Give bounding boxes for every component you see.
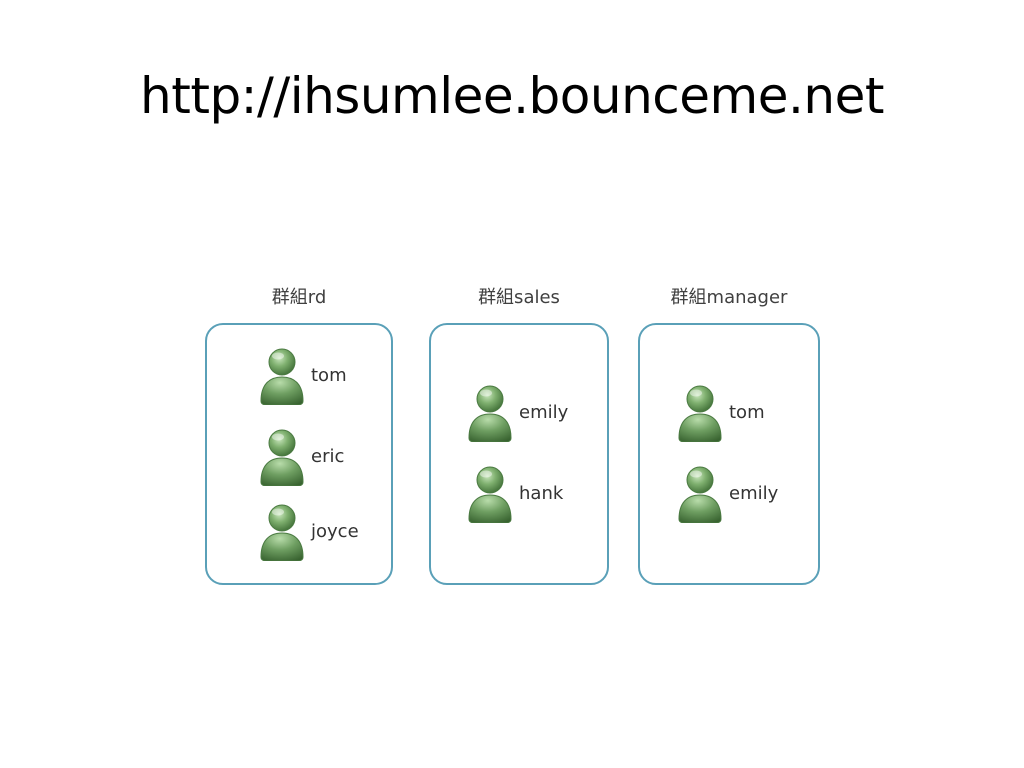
group-label-manager: 群組manager xyxy=(670,287,788,308)
slide-title: http://ihsumlee.bounceme.net xyxy=(140,67,884,125)
member-name: tom xyxy=(729,401,765,423)
group-box-manager: tom emily xyxy=(638,323,820,585)
member-item: tom xyxy=(675,382,765,442)
member-item: hank xyxy=(465,463,563,523)
group-box-sales: emily hank xyxy=(429,323,609,585)
group-label-rd: 群組rd xyxy=(271,287,327,308)
user-icon xyxy=(257,345,307,405)
member-name: joyce xyxy=(311,520,359,542)
member-item: eric xyxy=(257,426,344,486)
member-name: emily xyxy=(729,482,779,504)
member-name: tom xyxy=(311,364,347,386)
member-item: joyce xyxy=(257,501,359,561)
member-item: emily xyxy=(465,382,568,442)
user-icon xyxy=(257,501,307,561)
user-icon xyxy=(465,463,515,523)
user-icon xyxy=(675,382,725,442)
group-label-sales: 群組sales xyxy=(478,287,560,308)
member-name: eric xyxy=(311,445,345,467)
member-item: emily xyxy=(675,463,778,523)
user-icon xyxy=(257,426,307,486)
member-item: tom xyxy=(257,345,347,405)
user-icon xyxy=(465,382,515,442)
group-box-rd: tom eric joyce xyxy=(205,323,393,585)
user-icon xyxy=(675,463,725,523)
member-name: emily xyxy=(519,401,569,423)
member-name: hank xyxy=(519,482,564,504)
